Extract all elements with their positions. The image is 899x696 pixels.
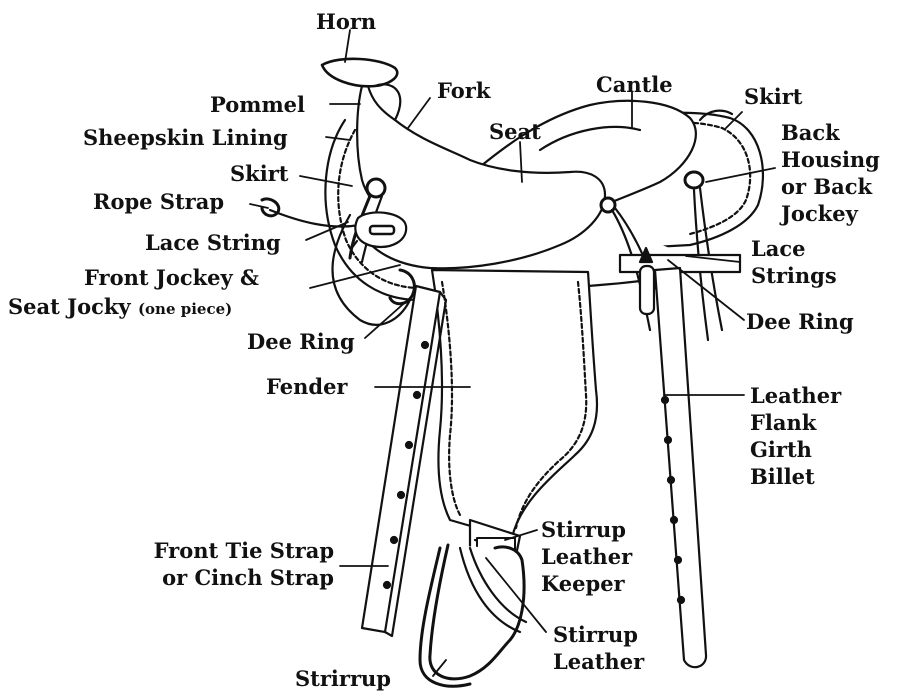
label-front-jockey: Front Jockey &: [84, 264, 259, 291]
label-stirrup-leather: Stirrup Leather: [553, 621, 644, 675]
label-fender: Fender: [266, 373, 348, 400]
flank-billet-shape: [655, 268, 706, 667]
label-dee-ring-left: Dee Ring: [247, 328, 355, 355]
label-lace-strings: Lace Strings: [751, 235, 837, 289]
label-rope-strap: Rope Strap: [93, 188, 224, 215]
label-seat-jocky: Seat Jocky (one piece): [8, 293, 232, 323]
label-horn: Horn: [316, 8, 376, 35]
label-fork: Fork: [437, 77, 490, 104]
label-skirt-left: Skirt: [230, 160, 288, 187]
label-sheepskin-lining: Sheepskin Lining: [83, 124, 288, 151]
stirrup-shape: [420, 520, 526, 686]
label-one-piece-note: (one piece): [138, 300, 232, 318]
label-stirrup-keeper: Stirrup Leather Keeper: [541, 516, 632, 597]
fender-shape: [432, 270, 597, 538]
label-lace-string: Lace String: [145, 229, 281, 256]
label-back-housing: Back Housing or Back Jockey: [781, 119, 880, 227]
label-skirt-right: Skirt: [744, 83, 802, 110]
label-seat: Seat: [489, 118, 541, 145]
label-stirrup: Strirrup: [295, 665, 391, 692]
label-cantle: Cantle: [596, 71, 673, 98]
label-dee-ring-right: Dee Ring: [746, 308, 854, 335]
label-pommel: Pommel: [210, 91, 305, 118]
front-tie-strap-shape: [362, 286, 446, 636]
label-front-tie-strap: Front Tie Strap or Cinch Strap: [108, 537, 334, 591]
label-flank-billet: Leather Flank Girth Billet: [750, 382, 841, 490]
